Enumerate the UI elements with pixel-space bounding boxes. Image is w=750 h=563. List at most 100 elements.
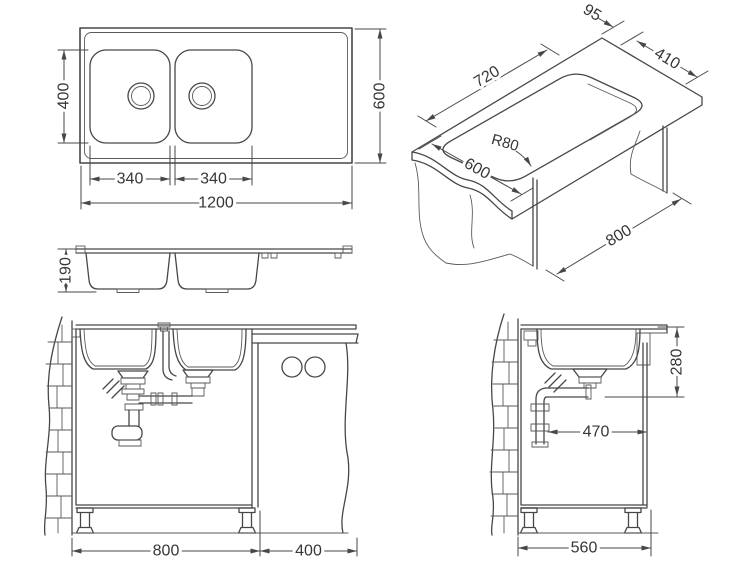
brick-courses-side [489,339,519,517]
dim-overall-length: 1200 [198,195,234,212]
drain-1-inner [131,86,151,106]
dim-trap-height: 280 [669,349,686,376]
waste-pipe-side [545,387,589,398]
sink-outline [79,27,353,164]
right-support-break [629,130,668,194]
radius-leader [515,150,532,167]
bowl-1-front-inner [83,328,153,367]
bowl-2-front-inner [176,328,243,368]
side-worktop [251,333,359,344]
tee-nut [124,403,144,411]
dim-line-600-iso [431,143,522,195]
leg-left-side [519,507,539,534]
waste-pipe-horizontal [138,395,193,404]
hole-2 [304,356,326,378]
pipe-nut-side [585,384,592,400]
brick-courses [44,341,73,519]
bottle-trap [111,425,143,441]
worktop-rail [636,332,668,366]
leg-left [75,507,95,534]
drain-2-inner [192,86,212,106]
worktop-side [520,324,668,334]
overflow-fitting [157,322,171,332]
drain-flange-right [182,369,214,378]
bowl-1-front [79,328,157,370]
down-pipe-side [535,387,547,445]
rim-profile [75,248,353,254]
right-support [662,125,668,194]
dim-main-cabinet-width: 800 [153,543,180,560]
overflow-pipe [162,330,177,381]
hole-1 [281,356,303,378]
appliance-branch-side [544,372,567,393]
drain-flange-left [117,370,149,379]
mounting-clips [261,252,342,259]
clip-right [342,245,353,254]
pipe-nuts [150,392,178,406]
ext-lines-720 [417,43,560,128]
dim-bowl1-length: 340 [117,171,144,188]
dim-leader-95 [597,17,614,28]
appliance-branch [102,378,125,399]
drain-body-side [578,376,602,389]
worktop-slab [411,37,703,220]
dim-side-cabinet-width: 400 [295,543,322,560]
bowl-side-inner [540,328,637,367]
dim-bowl-depth: 190 [58,257,75,284]
dim-overall-width: 600 [372,83,389,110]
leg-right [237,507,257,534]
ext-lines-800 [545,192,692,282]
side-panel-break [341,342,350,534]
bowl-1-profile [85,252,171,290]
brick-joints-side [502,321,510,534]
sink-rim [84,32,348,159]
dim-cabinet-width-iso: 800 [603,222,635,250]
front-view: 800 400 [43,316,359,563]
drain-body-right [185,376,211,397]
dim-cabinet-depth: 560 [571,540,598,557]
bowl-2 [174,49,253,144]
ext-lines-280 [604,326,685,398]
cabinet-front [75,328,259,509]
section-view: 190 [55,245,353,293]
middle-support [532,177,538,270]
bowl-2-profile [174,252,260,290]
pipe-collars-side [530,403,550,448]
trap-down-pipe [128,409,140,427]
dim-worktop-depth: 600 [461,155,493,183]
dim-trap-offset: 470 [583,424,610,441]
ext-lines-600-iso [418,135,534,202]
drain-bumps [116,288,229,293]
cutout-inner-wall [587,83,637,141]
wall-bracket-side [523,330,539,341]
brick-joints [56,324,64,534]
cabinet-side [520,328,648,509]
bowl-1 [89,49,171,144]
drain-body-left [120,377,146,401]
left-support-break [414,162,534,267]
bowl-side [536,328,641,370]
wall-bracket-side-2 [527,339,537,347]
ext-lines-95-410 [601,20,709,85]
drain-1-outer [127,82,155,110]
ext-lines-340 [89,145,253,186]
dim-bowl-width: 400 [56,83,73,110]
dim-line-720 [425,49,548,122]
top-view: 400 340 340 1200 600 [53,27,392,215]
drain-flange-side [572,368,608,378]
leg-right-side [623,507,643,534]
drain-2-outer [188,82,216,110]
wall-break-line-side [490,313,505,536]
dim-cutout-length: 720 [471,63,503,91]
dim-line-410 [636,40,698,78]
trap-nut [118,439,142,447]
dim-edge-offset: 95 [580,1,604,25]
dim-line-800 [556,198,682,275]
cutout-view: 720 95 410 600 800 R80 [411,0,709,282]
side-view: 280 470 560 [489,313,689,560]
wall-break-line [43,316,63,536]
sink-rim-front [75,324,357,330]
dim-bowl2-length: 340 [200,171,227,188]
